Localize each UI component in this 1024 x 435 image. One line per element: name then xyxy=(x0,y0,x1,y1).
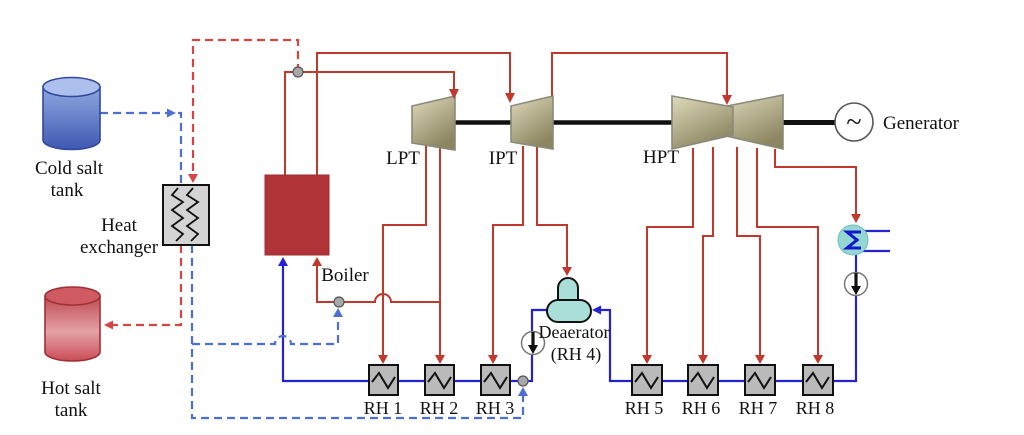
cold-tank-to-hx-dashed-line xyxy=(100,111,183,183)
arrow-into-rh7 xyxy=(755,355,765,364)
junction-dot-top xyxy=(292,66,304,78)
rh2-label: RH 2 xyxy=(420,398,459,418)
arrow-into-rh3 xyxy=(488,355,498,364)
ipt-label: IPT xyxy=(489,148,518,169)
boiler-return-line xyxy=(316,266,440,303)
condenser xyxy=(837,224,869,256)
junction-dots xyxy=(292,66,529,387)
ipt-turbine xyxy=(510,94,554,150)
lpt-label: LPT xyxy=(386,148,420,169)
generator-tilde: ~ xyxy=(846,107,861,138)
feedwater-main-line xyxy=(281,266,547,383)
rh7-box xyxy=(744,364,776,396)
arrow-into-hx-red xyxy=(188,174,198,183)
arrow-into-condenser xyxy=(851,214,861,223)
boiler-to-lpt-line xyxy=(284,71,455,175)
condensate-line xyxy=(600,255,858,383)
heat-exchanger-label-1: Heat xyxy=(101,215,138,236)
rh6-label: RH 6 xyxy=(682,398,721,418)
junction-dot-boiler-return xyxy=(333,296,345,308)
rh5-label: RH 5 xyxy=(625,398,664,418)
boiler-to-ipt-line xyxy=(316,52,511,175)
arrow-into-boiler-blue xyxy=(278,257,288,266)
hx-coil-left xyxy=(170,187,185,242)
hpt-extraction-rh6-line xyxy=(702,147,714,356)
hx-bottom-dashed-line xyxy=(190,245,525,420)
arrow-into-deaerator xyxy=(562,267,572,276)
arrow-cold-salt-right xyxy=(167,108,176,118)
arrow-into-ipt xyxy=(505,93,515,103)
heat-exchanger xyxy=(162,184,210,246)
heat-exchanger-label-2: exchanger xyxy=(80,237,159,258)
lpt-extraction-rh1-line xyxy=(382,144,427,356)
ipt-extraction-rh3-line xyxy=(492,146,524,356)
rh7-label: RH 7 xyxy=(739,398,778,418)
hx-branch-dashed-line xyxy=(192,314,340,346)
arrow-into-boiler-red xyxy=(312,257,322,266)
cold-salt-dashed-lines xyxy=(100,111,525,420)
arrow-into-rh8 xyxy=(813,355,823,364)
hot-salt-dashed-lines xyxy=(112,38,300,327)
arrow-up-into-return-dot xyxy=(333,308,343,317)
steam-to-hx-dashed-line xyxy=(191,38,300,175)
cold-salt-tank xyxy=(42,76,101,151)
hpt-extraction-rh5-line xyxy=(646,148,694,356)
hpt-to-condenser-line xyxy=(774,149,857,215)
arrow-into-hpt xyxy=(722,95,732,105)
boiler-label: Boiler xyxy=(321,265,369,286)
rh3-label: RH 3 xyxy=(476,398,515,418)
ipt-extraction-deaerator-line xyxy=(536,147,568,268)
junction-dot-feedwater xyxy=(517,375,529,387)
arrow-into-rh6 xyxy=(698,355,708,364)
arrow-into-rh5 xyxy=(642,355,652,364)
arrow-into-hot-tank xyxy=(104,320,113,330)
cold-tank-label-1: Cold salt xyxy=(35,158,104,179)
rh8-box xyxy=(802,364,834,396)
rh6-box xyxy=(687,364,719,396)
condenser-sigma-icon xyxy=(842,230,861,250)
rh1-box xyxy=(368,364,399,396)
reheaters xyxy=(368,364,834,396)
rh2-box xyxy=(424,364,455,396)
arrow-into-lpt xyxy=(449,89,459,99)
lpt-turbine xyxy=(411,94,456,151)
hpt-extraction-rh8-line xyxy=(756,148,819,356)
arrow-into-deaerator-blue xyxy=(592,305,601,315)
hot-tank-label-1: Hot salt xyxy=(41,378,101,399)
hx-to-hot-tank-dashed-line xyxy=(112,245,183,327)
deaerator-label-1: Deaerator xyxy=(539,322,610,342)
condenser-pump xyxy=(843,271,869,297)
rh3-box xyxy=(480,364,511,396)
rh8-label: RH 8 xyxy=(796,398,835,418)
rh1-label: RH 1 xyxy=(364,398,403,418)
hx-coil-right xyxy=(185,187,200,242)
text-labels: Cold salt tank Hot salt tank Heat exchan… xyxy=(35,113,960,421)
hpt-turbine-left xyxy=(671,95,734,151)
arrow-into-rh2 xyxy=(435,355,445,364)
deaerator-pump xyxy=(520,330,546,356)
turbines xyxy=(411,94,784,151)
deaerator-label-2: (RH 4) xyxy=(551,344,602,365)
cold-tank-label-2: tank xyxy=(51,180,84,201)
generator: ~ xyxy=(834,102,874,142)
boiler xyxy=(264,174,330,256)
arrow-up-into-feedwater-dot xyxy=(518,387,528,396)
ipt-to-hpt-line xyxy=(551,52,728,96)
steam-lines xyxy=(284,52,857,356)
hot-tank-label-2: tank xyxy=(55,400,88,421)
deaerator xyxy=(546,277,592,323)
hpt-extraction-rh7-line xyxy=(736,147,761,356)
hot-salt-tank xyxy=(44,286,101,362)
rh5-box xyxy=(631,364,663,396)
hpt-label: HPT xyxy=(643,147,679,168)
arrow-into-rh1 xyxy=(378,355,388,364)
arrowheads xyxy=(104,89,861,396)
generator-label: Generator xyxy=(883,113,960,134)
